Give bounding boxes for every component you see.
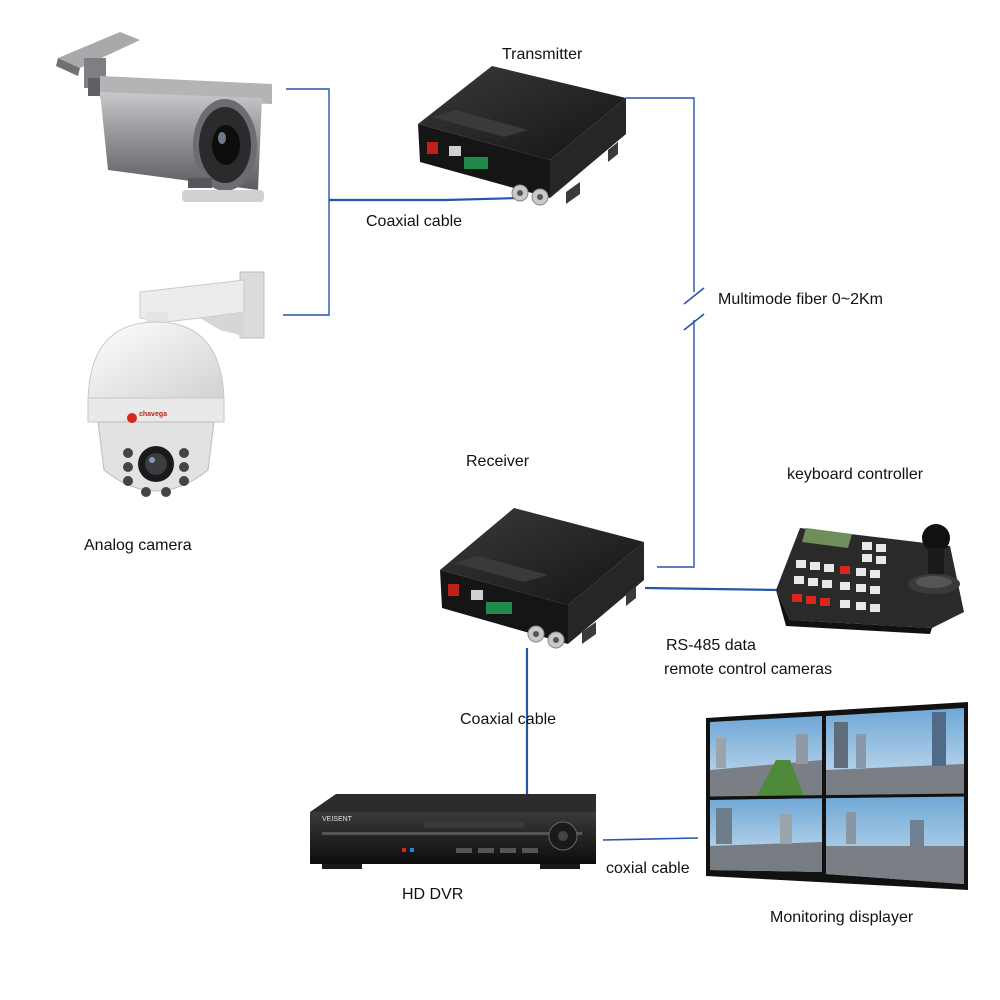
label-monitoring-displayer: Monitoring displayer [770, 909, 914, 926]
cable-rs485 [644, 586, 779, 592]
fiber-transmitter-icon [418, 66, 626, 206]
label-transmitter: Transmitter [502, 46, 583, 63]
label-receiver: Receiver [466, 453, 530, 470]
cable-coax-to-monitor [602, 837, 699, 841]
label-keyboard-controller: keyboard controller [787, 466, 924, 483]
cable-coax-to-transmitter [329, 196, 521, 202]
cable-bullet-camera [286, 88, 330, 200]
label-coaxial-cable-bottom: coxial cable [606, 860, 690, 877]
fiber-bottom [657, 320, 695, 568]
dvr-brand-logo: VEISENT [322, 816, 352, 823]
ptz-keyboard-controller-icon [776, 524, 964, 634]
cable-dome-camera [283, 200, 330, 316]
label-analog-camera: Analog camera [84, 537, 192, 554]
video-wall-monitor-icon [706, 702, 968, 890]
label-rs485-line2: remote control cameras [664, 661, 833, 678]
monitor-city-scenes [710, 712, 964, 884]
fiber-top [626, 97, 695, 292]
label-multimode-fiber: Multimode fiber 0~2Km [718, 291, 883, 308]
label-hd-dvr: HD DVR [402, 886, 464, 903]
keypad-buttons [792, 542, 886, 612]
ptz-dome-camera-icon [87, 271, 265, 497]
label-coaxial-cable-top: Coaxial cable [366, 213, 463, 230]
bullet-camera-icon [56, 32, 272, 202]
cable-lines [283, 88, 779, 841]
label-coaxial-cable-mid: Coaxial cable [460, 711, 557, 728]
fiber-receiver-icon [440, 508, 644, 649]
label-rs485-line1: RS-485 data [666, 637, 756, 654]
fiber-break-mark-1 [683, 287, 705, 305]
dome-brand-logo: chavega [139, 411, 168, 418]
hd-dvr-icon [310, 794, 596, 869]
